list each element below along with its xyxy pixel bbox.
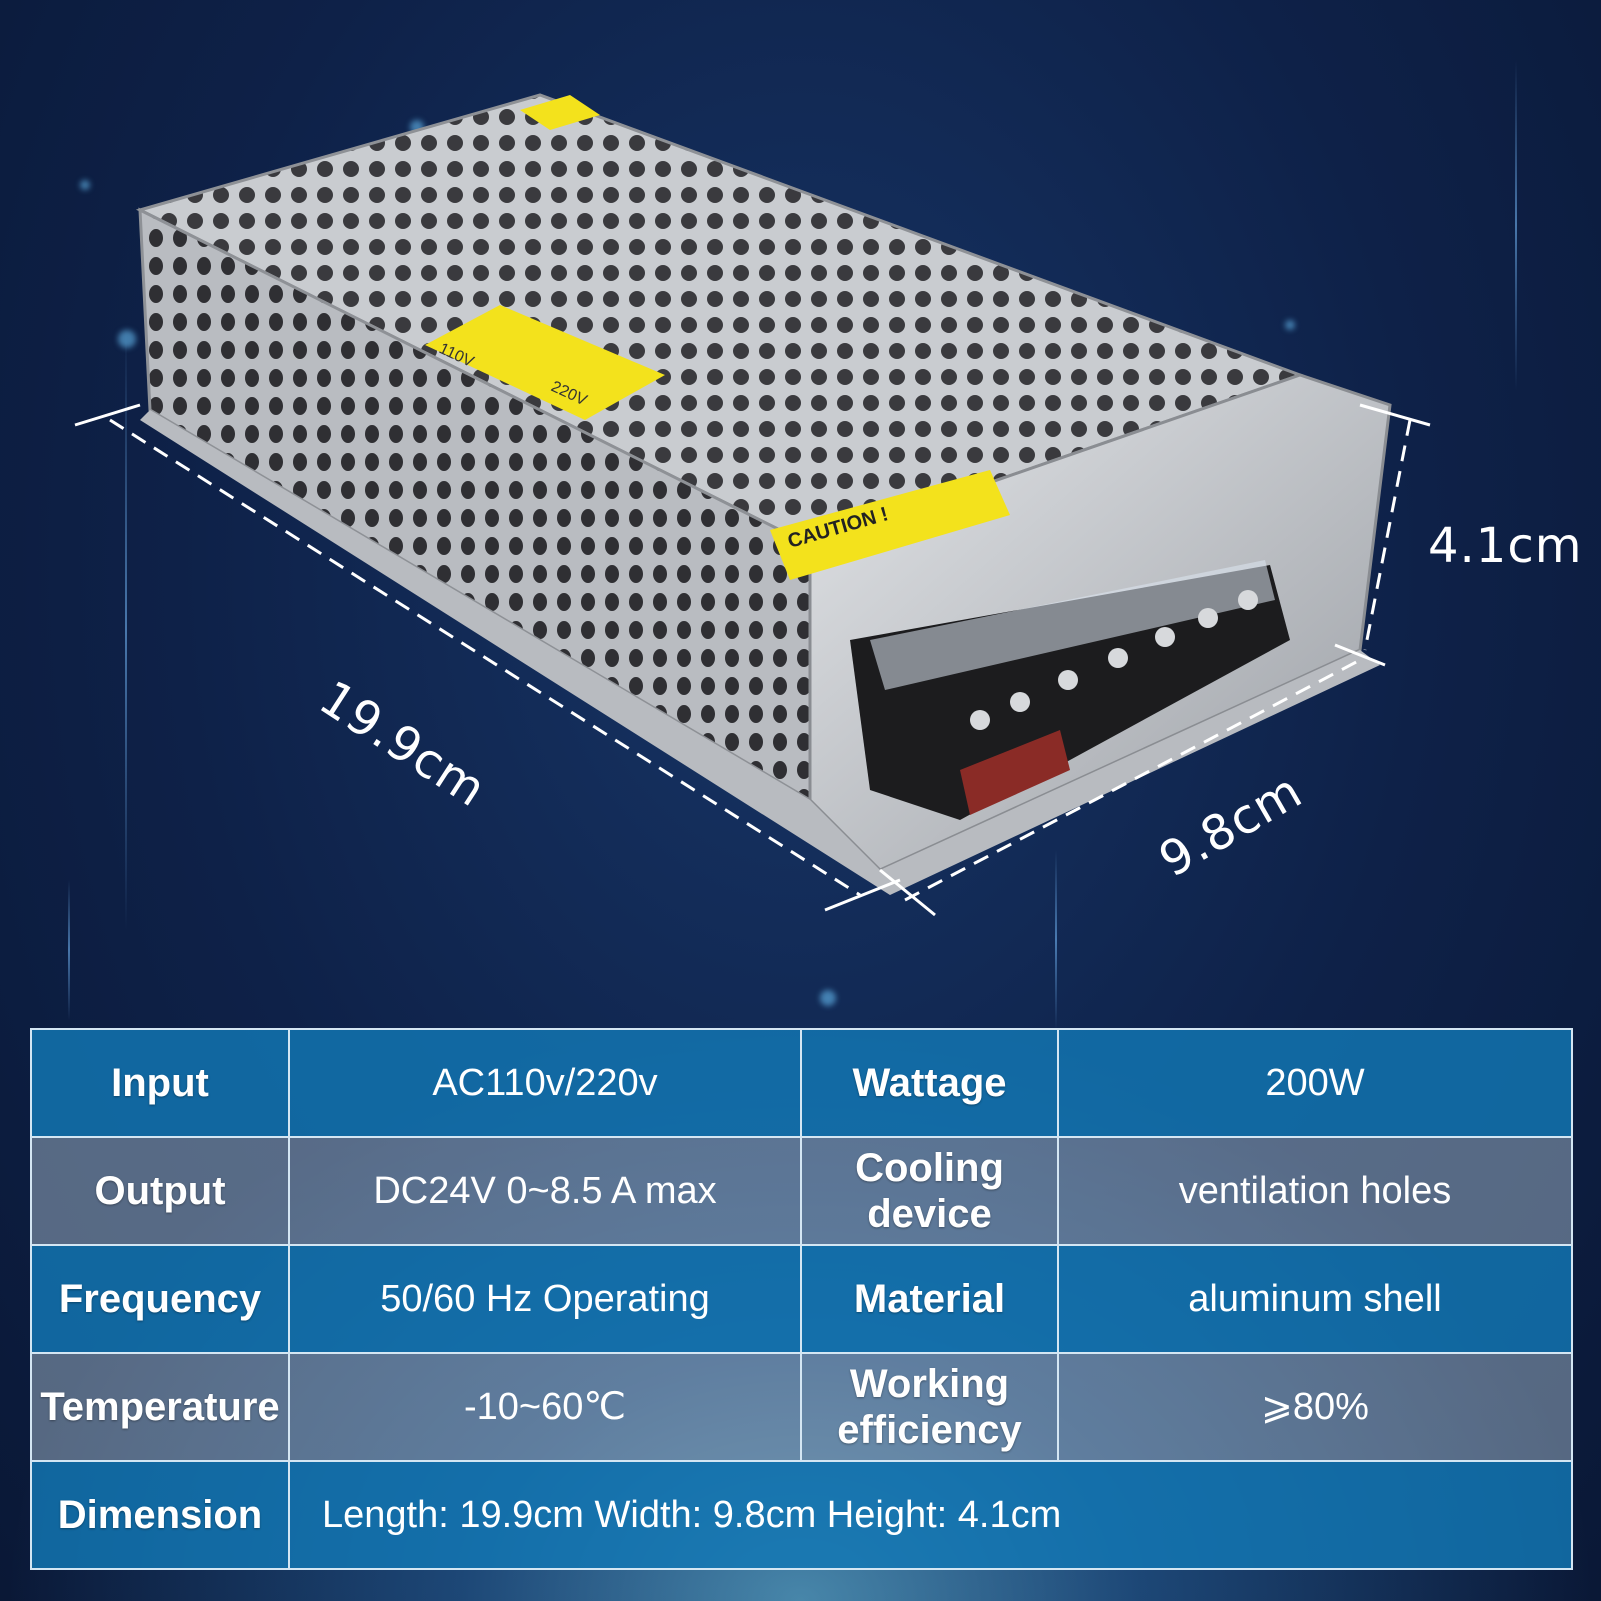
background-light-streak — [1515, 60, 1517, 390]
spec-value-input: AC110v/220v — [288, 1028, 802, 1138]
spec-label-efficiency: Working efficiency — [800, 1352, 1059, 1462]
background-light-dot — [80, 180, 90, 190]
spec-value-temperature: -10~60℃ — [288, 1352, 802, 1462]
spec-label-dimension: Dimension — [30, 1460, 290, 1570]
background-light-streak — [68, 880, 70, 1020]
background-light-dot — [118, 330, 136, 348]
voltage-switch-label — [425, 305, 665, 420]
spec-row-output: Output DC24V 0~8.5 A max Cooling device … — [30, 1136, 1573, 1246]
spec-row-dimension: Dimension Length: 19.9cm Width: 9.8cm He… — [30, 1460, 1573, 1570]
spec-label-output: Output — [30, 1136, 290, 1246]
spec-row-temperature: Temperature -10~60℃ Working efficiency ⩾… — [30, 1352, 1573, 1462]
spec-value-output: DC24V 0~8.5 A max — [288, 1136, 802, 1246]
spec-row-input: Input AC110v/220v Wattage 200W — [30, 1028, 1573, 1138]
spec-row-frequency: Frequency 50/60 Hz Operating Material al… — [30, 1244, 1573, 1354]
background-light-streak — [1055, 850, 1057, 1030]
top-corner-label — [520, 95, 600, 130]
spec-value-efficiency: ⩾80% — [1057, 1352, 1573, 1462]
spec-value-frequency: 50/60 Hz Operating — [288, 1244, 802, 1354]
terminal-label-strip — [960, 730, 1070, 815]
caution-label — [770, 470, 1010, 580]
terminal-cover — [870, 560, 1275, 690]
spec-value-cooling: ventilation holes — [1057, 1136, 1573, 1246]
terminal-screws — [970, 590, 1258, 730]
dimension-lines — [74, 403, 1431, 917]
spec-label-cooling: Cooling device — [800, 1136, 1059, 1246]
background-light-dot — [820, 990, 836, 1006]
power-supply-image: CAUTION ! 110V 220V — [74, 93, 1431, 917]
spec-label-temperature: Temperature — [30, 1352, 290, 1462]
spec-label-material: Material — [800, 1244, 1059, 1354]
spec-table: Input AC110v/220v Wattage 200W Output DC… — [30, 1028, 1573, 1570]
height-dimension-label: 4.1cm — [1428, 518, 1583, 574]
spec-label-wattage: Wattage — [800, 1028, 1059, 1138]
spec-label-input: Input — [30, 1028, 290, 1138]
base-plate — [140, 410, 1380, 895]
spec-value-dimension: Length: 19.9cm Width: 9.8cm Height: 4.1c… — [288, 1460, 1573, 1570]
background-light-dot — [1285, 320, 1295, 330]
spec-label-frequency: Frequency — [30, 1244, 290, 1354]
spec-value-wattage: 200W — [1057, 1028, 1573, 1138]
background-light-streak — [125, 330, 127, 930]
spec-value-material: aluminum shell — [1057, 1244, 1573, 1354]
